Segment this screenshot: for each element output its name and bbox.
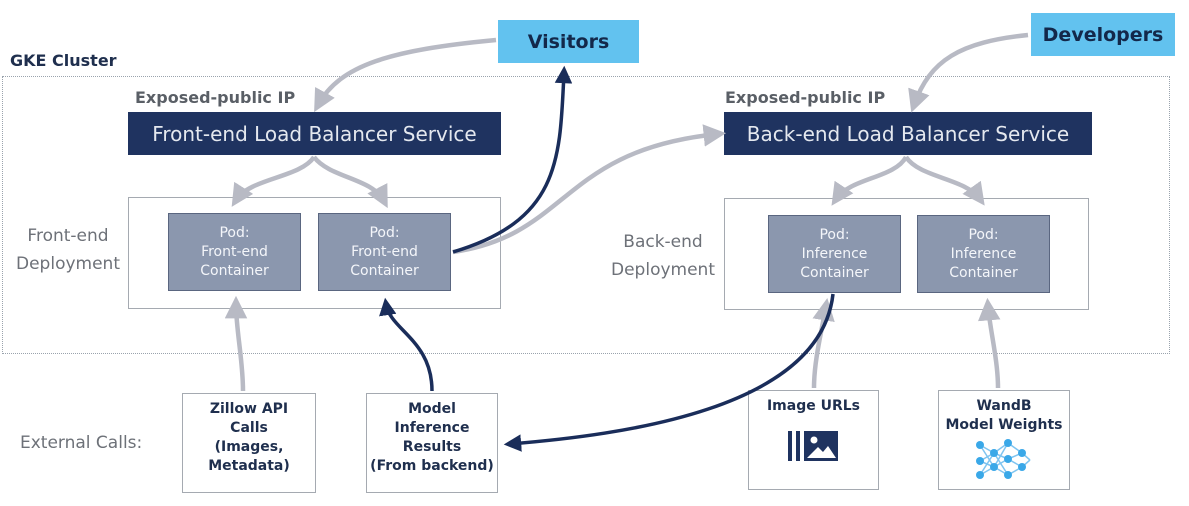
backend-exposed-label: Exposed-public IP <box>725 88 886 107</box>
external-calls-label: External Calls: <box>20 433 143 453</box>
frontend-pod-1: Pod: Front-end Container <box>168 213 301 291</box>
pod-name: Front-end <box>201 243 268 260</box>
pod-type: Container <box>350 262 419 279</box>
pod-title: Pod: <box>219 224 250 241</box>
developers-box: Developers <box>1031 13 1175 56</box>
image-urls-box: Image URLs <box>748 390 879 490</box>
ext-line: (From backend) <box>370 458 494 474</box>
ext-line: (Images, <box>214 439 284 455</box>
backend-pod-1: Pod: Inference Container <box>768 215 901 293</box>
frontend-exposed-label: Exposed-public IP <box>135 88 296 107</box>
frontend-deployment-label-line1: Front-end <box>27 226 109 246</box>
pod-name: Inference <box>950 245 1017 262</box>
backend-deployment-label-line2: Deployment <box>611 260 715 280</box>
backend-deployment-label: Back-end Deployment <box>603 228 723 284</box>
zillow-api-box: Zillow API Calls (Images, Metadata) <box>182 393 316 493</box>
ext-line: Model <box>408 401 456 417</box>
pod-name: Front-end <box>351 243 418 260</box>
visitors-box: Visitors <box>498 20 639 63</box>
frontend-deployment-label: Front-end Deployment <box>8 222 128 278</box>
frontend-pod-2: Pod: Front-end Container <box>318 213 451 291</box>
backend-pod-2: Pod: Inference Container <box>917 215 1050 293</box>
ext-line: Metadata) <box>208 458 290 474</box>
pod-type: Container <box>200 262 269 279</box>
cluster-label: GKE Cluster <box>10 51 117 70</box>
pod-type: Container <box>949 264 1018 281</box>
backend-deployment-label-line1: Back-end <box>623 232 703 252</box>
model-inference-results-box: Model Inference Results (From backend) <box>366 393 498 493</box>
neural-network-icon <box>976 439 1031 479</box>
ext-line: WandB <box>976 398 1032 414</box>
pod-title: Pod: <box>369 224 400 241</box>
pod-title: Pod: <box>968 226 999 243</box>
frontend-deployment-label-line2: Deployment <box>16 254 120 274</box>
pod-type: Container <box>800 264 869 281</box>
ext-line: Calls <box>230 420 268 436</box>
ext-line: Image URLs <box>766 398 861 414</box>
pod-name: Inference <box>801 245 868 262</box>
pod-title: Pod: <box>819 226 850 243</box>
ext-line: Model Weights <box>945 417 1063 433</box>
frontend-load-balancer: Front-end Load Balancer Service <box>128 112 501 155</box>
ext-line: Inference <box>394 420 470 436</box>
ext-line: Results <box>402 439 462 455</box>
wandb-box: WandB Model Weights <box>938 390 1070 490</box>
backend-load-balancer: Back-end Load Balancer Service <box>724 112 1092 155</box>
image-gallery-icon <box>787 431 838 461</box>
ext-line: Zillow API <box>209 401 289 417</box>
